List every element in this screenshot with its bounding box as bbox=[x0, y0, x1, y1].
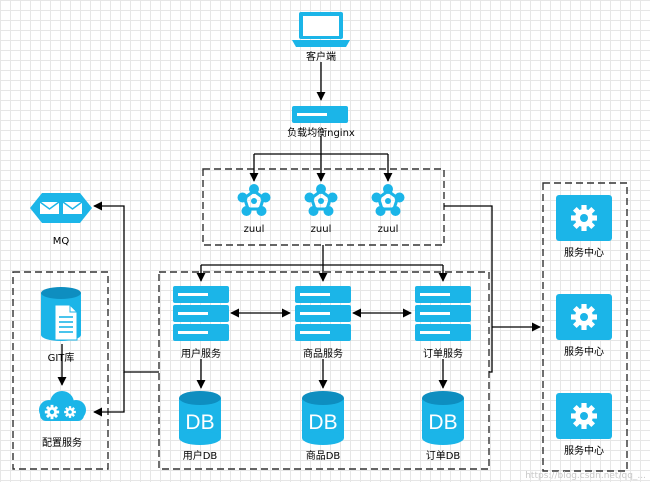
config-service-label: 配置服务 bbox=[42, 436, 82, 449]
gateway-group bbox=[202, 168, 445, 246]
gear-icon bbox=[556, 393, 612, 439]
order-service-label: 订单服务 bbox=[423, 347, 463, 360]
gear-icon bbox=[556, 294, 612, 340]
order-db-node: DB 订单DB bbox=[422, 391, 464, 462]
db-icon-text: DB bbox=[185, 411, 214, 434]
service-center-label: 服务中心 bbox=[564, 444, 604, 457]
database-document-icon bbox=[41, 287, 81, 341]
client-label: 客户端 bbox=[306, 50, 336, 63]
load-balancer-label: 负载均衡nginx bbox=[287, 126, 355, 139]
product-db-label: 商品DB bbox=[306, 449, 341, 462]
service-center-node: 服务中心 bbox=[556, 393, 612, 457]
mq-node: MQ bbox=[30, 193, 92, 247]
zuul-node: zuul bbox=[236, 182, 272, 235]
config-group bbox=[12, 271, 109, 470]
product-db-node: DB 商品DB bbox=[302, 391, 344, 462]
product-service-node: 商品服务 bbox=[295, 286, 351, 360]
user-service-node: 用户服务 bbox=[173, 286, 229, 360]
db-icon-text: DB bbox=[308, 411, 337, 434]
network-cluster-icon bbox=[236, 182, 272, 218]
laptop-icon bbox=[292, 12, 350, 47]
service-center-label: 服务中心 bbox=[564, 345, 604, 358]
zuul-label: zuul bbox=[244, 224, 265, 235]
network-cluster-icon bbox=[303, 182, 339, 218]
client-node: 客户端 bbox=[292, 12, 350, 63]
user-service-label: 用户服务 bbox=[181, 347, 221, 360]
mq-label: MQ bbox=[53, 236, 70, 247]
service-center-node: 服务中心 bbox=[556, 294, 612, 358]
service-center-node: 服务中心 bbox=[556, 195, 612, 259]
cloud-gear-icon bbox=[39, 391, 86, 421]
watermark: https://blog.csdn.net/qq_... bbox=[525, 471, 646, 481]
zuul-node: zuul bbox=[303, 182, 339, 235]
order-db-label: 订单DB bbox=[426, 450, 461, 462]
git-repo-node: GIT库 bbox=[41, 287, 81, 364]
order-service-node: 订单服务 bbox=[415, 286, 471, 360]
product-service-label: 商品服务 bbox=[303, 347, 343, 360]
network-cluster-icon bbox=[370, 182, 406, 218]
service-center-label: 服务中心 bbox=[564, 246, 604, 259]
user-db-label: 用户DB bbox=[183, 449, 218, 462]
git-repo-label: GIT库 bbox=[48, 351, 75, 364]
user-db-node: DB 用户DB bbox=[179, 391, 221, 462]
zuul-label: zuul bbox=[378, 224, 399, 235]
db-icon-text: DB bbox=[428, 411, 457, 434]
server-icon bbox=[292, 106, 348, 123]
zuul-node: zuul bbox=[370, 182, 406, 235]
config-service-node: 配置服务 bbox=[39, 391, 86, 449]
gear-icon bbox=[556, 195, 612, 241]
server-stack-icon bbox=[415, 286, 471, 341]
services-group bbox=[158, 271, 490, 470]
zuul-label: zuul bbox=[311, 224, 332, 235]
load-balancer-node: 负载均衡nginx bbox=[287, 106, 355, 139]
connectors bbox=[57, 62, 541, 417]
server-stack-icon bbox=[295, 286, 351, 341]
message-queue-icon bbox=[30, 193, 92, 223]
server-stack-icon bbox=[173, 286, 229, 341]
service-center-group bbox=[542, 182, 628, 472]
